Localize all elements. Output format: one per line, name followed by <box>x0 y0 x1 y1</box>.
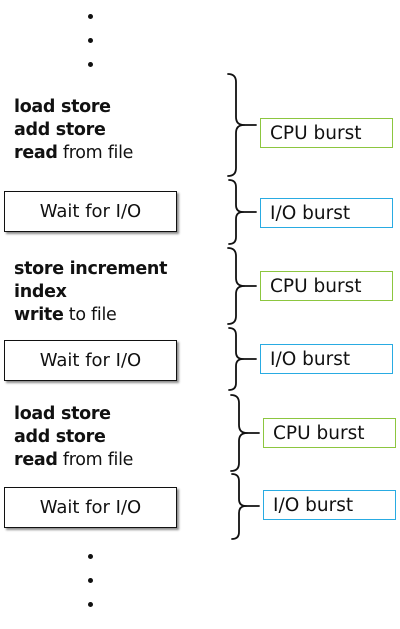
cpu-burst-label-2: CPU burst <box>260 271 393 301</box>
code-block-2: store increment index write to file <box>14 258 167 327</box>
code-block-1: load store add store read from file <box>14 96 133 165</box>
code-line: write to file <box>14 305 117 325</box>
code-block-3: load store add store read from file <box>14 403 133 472</box>
brace-io-3 <box>231 473 247 540</box>
brace-cpu-2 <box>227 247 245 325</box>
cpu-burst-label-1: CPU burst <box>260 118 393 148</box>
wait-for-io-box-3: Wait for I/O <box>4 487 177 528</box>
code-line: add store <box>14 120 106 140</box>
code-line: load store <box>14 404 111 424</box>
cpu-burst-label-3: CPU burst <box>263 418 396 448</box>
code-line: read from file <box>14 450 134 470</box>
brace-io-1 <box>228 179 244 245</box>
wait-for-io-box-1: Wait for I/O <box>4 191 177 232</box>
ellipsis-dot-bottom-3 <box>88 602 93 607</box>
ellipsis-dot-top-1 <box>88 14 93 19</box>
ellipsis-dot-bottom-1 <box>88 554 93 559</box>
brace-cpu-1 <box>227 73 245 177</box>
code-line: index <box>14 282 67 302</box>
code-line: read from file <box>14 143 134 163</box>
ellipsis-dot-top-2 <box>88 38 93 43</box>
code-line: add store <box>14 427 106 447</box>
ellipsis-dot-bottom-2 <box>88 578 93 583</box>
ellipsis-dot-top-3 <box>88 62 93 67</box>
io-burst-label-3: I/O burst <box>263 490 396 520</box>
wait-for-io-box-2: Wait for I/O <box>4 340 177 381</box>
brace-cpu-3 <box>230 394 248 472</box>
code-line: load store <box>14 97 111 117</box>
io-burst-label-1: I/O burst <box>260 198 393 228</box>
io-burst-label-2: I/O burst <box>260 344 393 374</box>
code-line: store increment <box>14 259 168 279</box>
brace-io-2 <box>228 327 244 391</box>
